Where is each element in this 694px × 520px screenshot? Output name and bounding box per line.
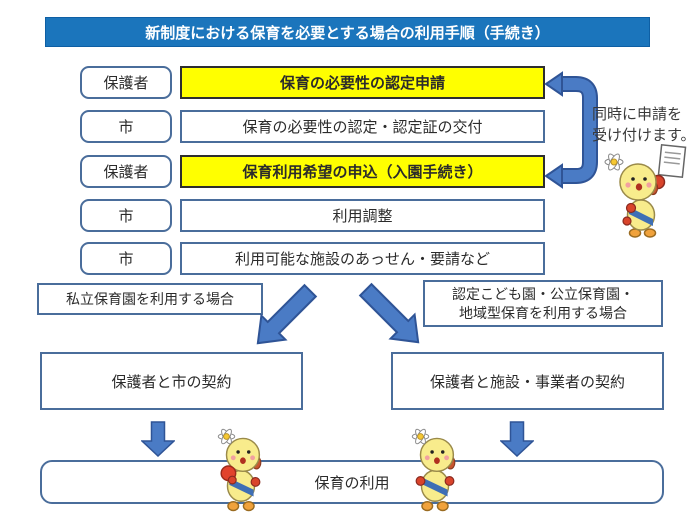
action-box-row5: 利用可能な施設のあっせん・要請など	[180, 242, 545, 275]
mascot-ball-icon	[217, 428, 262, 512]
action-box-row3: 保育利用希望の申込（入園手続き）	[180, 155, 545, 188]
mascot-standing-icon	[411, 428, 456, 512]
actor-box-row5: 市	[80, 242, 172, 275]
actor-box-row2: 市	[80, 110, 172, 143]
loop-arrow-icon	[544, 71, 598, 189]
down-arrow-left-icon	[141, 421, 175, 457]
action-box-row1: 保育の必要性の認定申請	[180, 66, 545, 99]
actor-box-row1: 保護者	[80, 66, 172, 99]
action-box-row4: 利用調整	[180, 199, 545, 232]
down-arrow-right-icon	[500, 421, 534, 457]
mascot-paper-icon	[604, 144, 687, 238]
actor-box-row4: 市	[80, 199, 172, 232]
actor-box-row3: 保護者	[80, 155, 172, 188]
action-box-row2: 保育の必要性の認定・認定証の交付	[180, 110, 545, 143]
diagonal-arrow-left-icon	[256, 283, 318, 345]
final-usage-box: 保育の利用	[40, 460, 664, 504]
page-title: 新制度における保育を必要とする場合の利用手順（手続き）	[45, 17, 650, 47]
branch-label-certified: 認定こども園・公立保育園・ 地域型保育を利用する場合	[423, 280, 663, 327]
contract-city-box: 保護者と市の契約	[40, 352, 303, 410]
diagonal-arrow-right-icon	[358, 282, 420, 344]
contract-facility-box: 保護者と施設・事業者の契約	[391, 352, 664, 410]
branch-label-private: 私立保育園を利用する場合	[37, 283, 263, 315]
simultaneous-note: 同時に申請を 受け付けます。	[592, 106, 694, 144]
